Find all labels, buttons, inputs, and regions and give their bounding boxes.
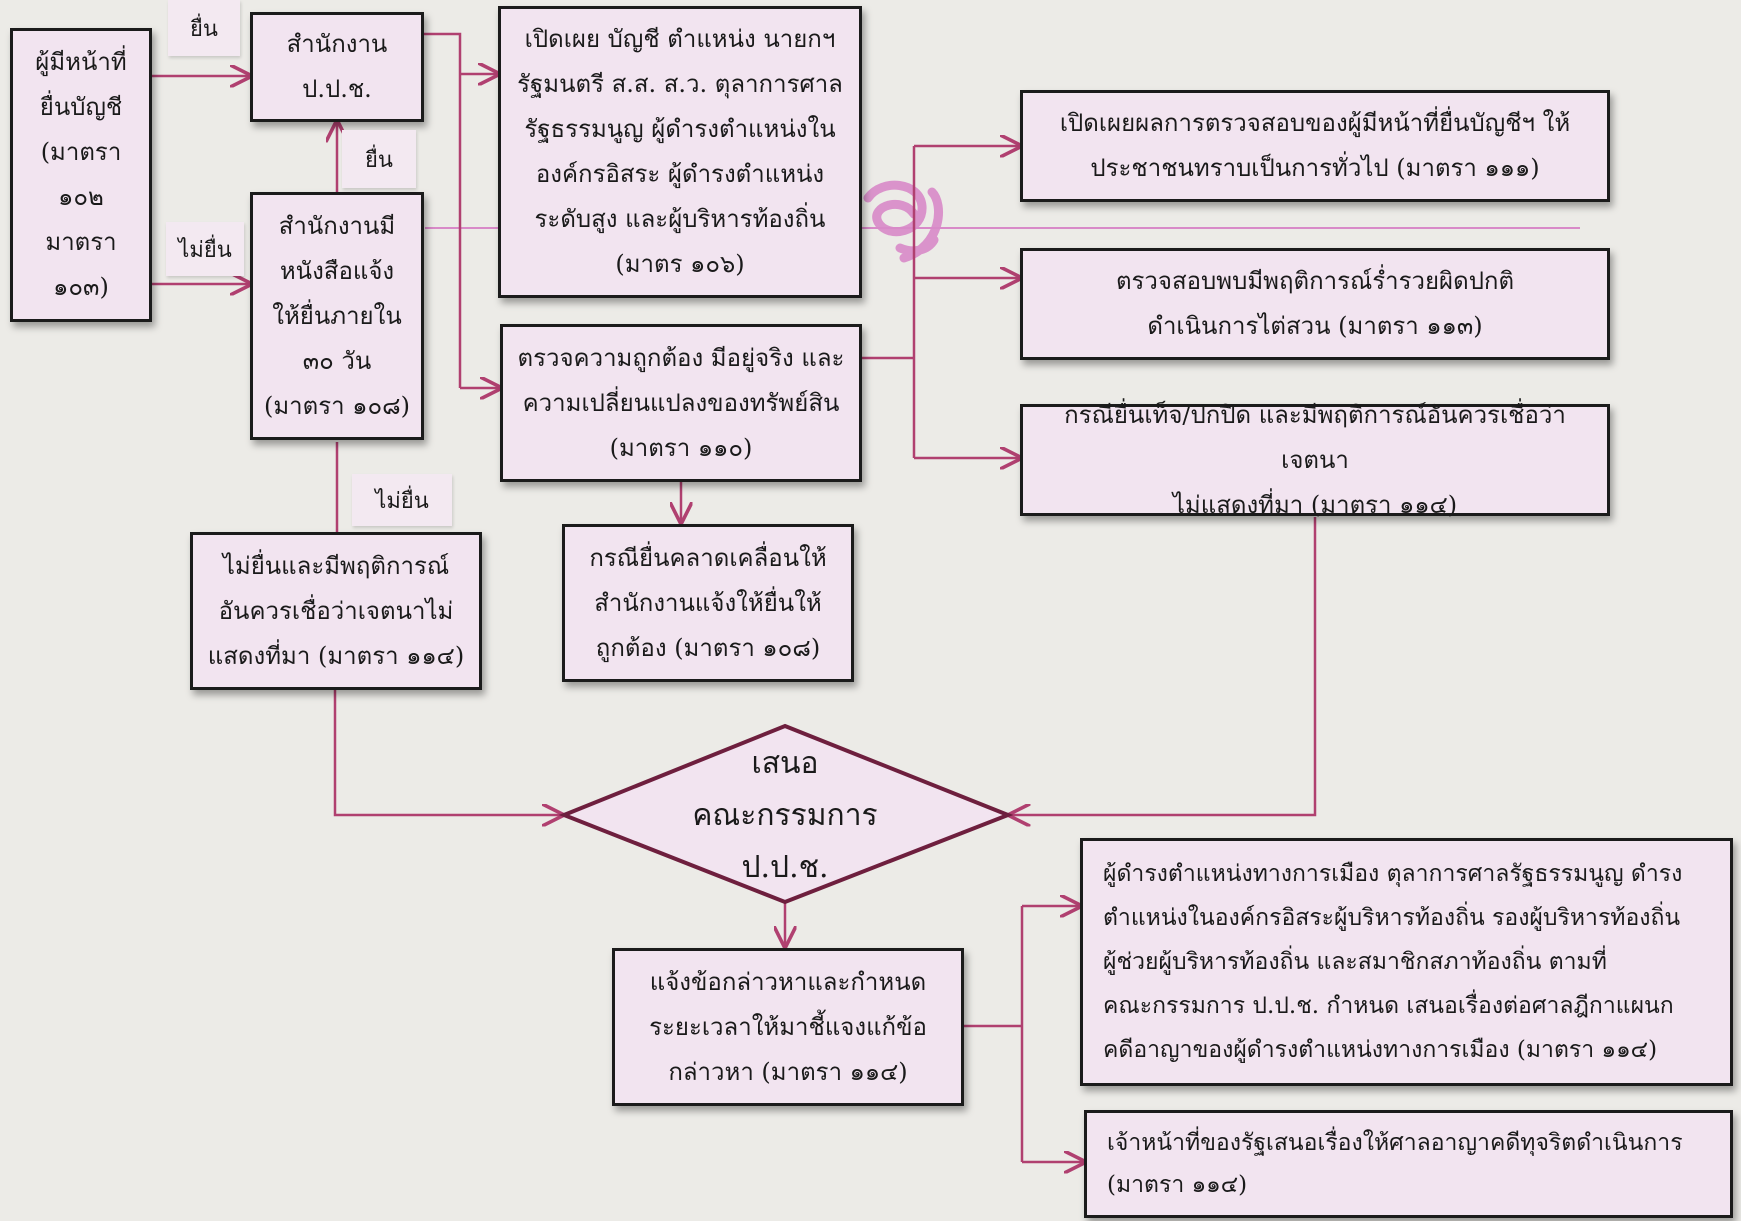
decision-label: เสนอ คณะกรรมการ ป.ป.ช. bbox=[692, 746, 878, 885]
connector-lines bbox=[152, 32, 1317, 1162]
not-filed-intent-box: ไม่ยื่นและมีพฤติการณ์ อันควรเชื่อว่าเจตน… bbox=[190, 532, 482, 690]
incorrect-filing-box: กรณียื่นคลาดเคลื่อนให้ สำนักงานแจ้งให้ยื… bbox=[562, 524, 854, 682]
disclose-accounts-box: เปิดเผย บัญชี ตำแหน่ง นายกฯ รัฐมนตรี ส.ส… bbox=[498, 6, 862, 298]
arrow-falsefiling-to-decision bbox=[1010, 517, 1317, 815]
false-filing-box: กรณียื่นเท็จ/ปกปิด และมีพฤติการณ์อันควรเ… bbox=[1020, 401, 1610, 519]
label-file-middle: ยื่น bbox=[342, 130, 416, 188]
decision-diamond bbox=[558, 723, 1014, 905]
unusual-wealth-box: ตรวจสอบพบมีพฤติการณ์ร่ำรวยผิดปกติ ดำเนิน… bbox=[1020, 248, 1610, 360]
arrow-office-split bbox=[424, 32, 462, 388]
verify-assets-box: ตรวจความถูกต้อง มีอยู่จริง และ ความเปลี่… bbox=[500, 324, 862, 482]
label-not-file-bottom: ไม่ยื่น bbox=[352, 474, 452, 526]
label-not-file-left: ไม่ยื่น bbox=[166, 222, 244, 276]
state-officials-box: เจ้าหน้าที่ของรัฐเสนอเรื่องให้ศาลอาญาคดี… bbox=[1084, 1110, 1733, 1218]
political-officials-box: ผู้ดำรงตำแหน่งทางการเมือง ตุลาการศาลรัฐธ… bbox=[1080, 838, 1733, 1086]
label-file-top: ยื่น bbox=[168, 0, 240, 56]
office-box: สำนักงาน ป.ป.ช. bbox=[250, 12, 424, 122]
office-notice-box: สำนักงานมี หนังสือแจ้ง ให้ยื่นภายใน ๓๐ ว… bbox=[250, 192, 424, 440]
notify-charges-box: แจ้งข้อกล่าวหาและกำหนด ระยะเวลาให้มาชี้แ… bbox=[612, 948, 964, 1106]
filer-box: ผู้มีหน้าที่ ยื่นบัญชี (มาตรา ๑๐๒ มาตรา … bbox=[10, 28, 152, 322]
decorative-flourish-icon bbox=[863, 180, 943, 263]
disclose-results-box: เปิดเผยผลการตรวจสอบของผู้มีหน้าที่ยื่นบั… bbox=[1020, 90, 1610, 202]
arrow-notfiled-to-decision bbox=[333, 690, 562, 815]
